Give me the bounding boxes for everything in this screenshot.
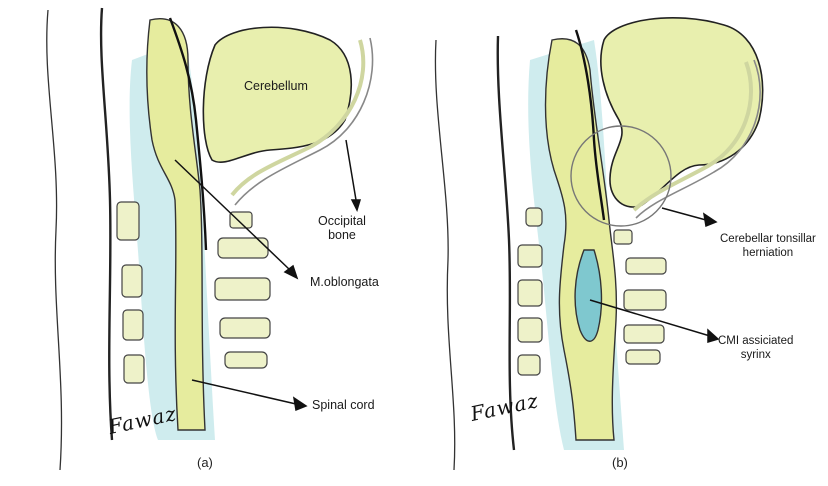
panel-b-chiari-malformation: Cerebellar tonsillar herniation CMI assi… [414, 0, 828, 486]
arrow-to-tonsillar-herniation [662, 208, 706, 220]
arrow-to-occipital-bone [346, 140, 356, 200]
posterior-wall [101, 8, 112, 440]
label-spinal-cord: Spinal cord [312, 398, 375, 412]
label-cerebellar-tonsillar-herniation: Cerebellar tonsillar herniation [720, 232, 816, 260]
panel-a-drawing [0, 0, 414, 486]
back-outline [435, 40, 454, 470]
cerebellum [203, 27, 351, 162]
anterior-vertebrae [614, 230, 666, 364]
panel-a-normal-anatomy: Cerebellum Occipital bone M.oblongata Sp… [0, 0, 414, 486]
anterior-vertebrae [215, 212, 270, 368]
syrinx-cavity [575, 250, 601, 341]
label-medulla-oblongata: M.oblongata [310, 275, 379, 289]
caption-b: (b) [612, 455, 628, 470]
caption-a: (a) [197, 455, 213, 470]
label-occipital-bone: Occipital bone [318, 214, 366, 242]
label-cmi-syrinx: CMI assiciated syrinx [718, 334, 793, 362]
posterior-wall [498, 36, 514, 450]
back-outline [47, 10, 62, 470]
label-cerebellum: Cerebellum [244, 79, 308, 93]
